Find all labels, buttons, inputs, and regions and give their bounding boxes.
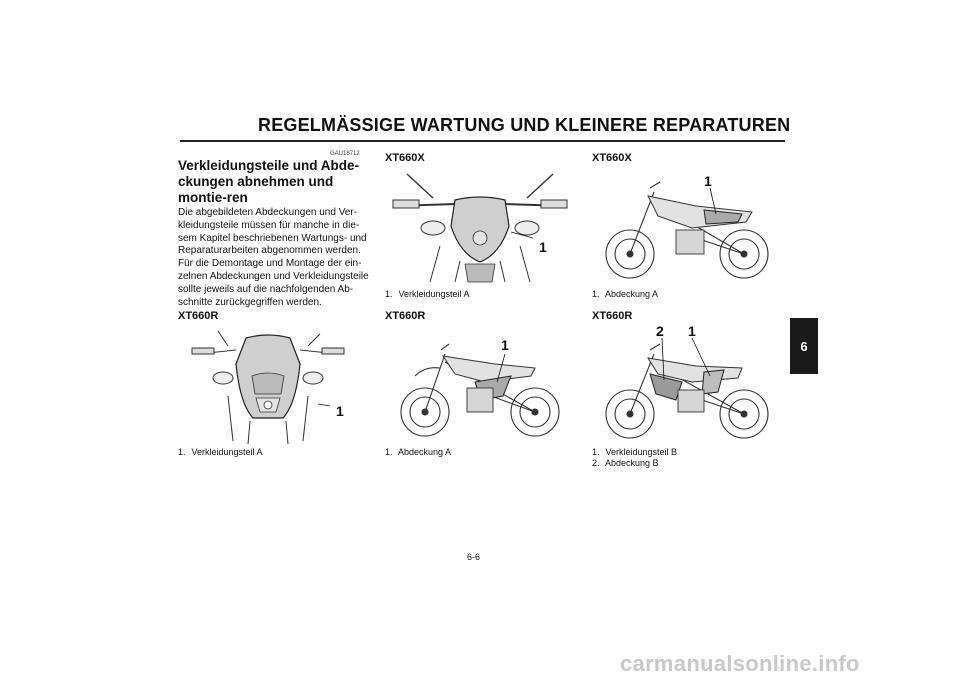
- figure-caption: 1. Verkleidungsteil B 2. Abdeckung B: [592, 447, 677, 469]
- caption-text: Abdeckung A: [398, 447, 452, 457]
- caption-text: Verkleidungsteil B: [605, 447, 678, 457]
- figure-model-label: XT660R: [178, 310, 219, 322]
- figure-model-label: XT660X: [385, 152, 425, 164]
- callout-number: 2: [656, 323, 664, 339]
- page-title: REGELMÄSSIGE WARTUNG UND KLEINERE REPARA…: [258, 115, 791, 135]
- chapter-tab[interactable]: 6: [790, 318, 818, 374]
- page-number: 6-6: [467, 552, 481, 562]
- caption-text: Abdeckung B: [605, 458, 659, 468]
- watermark[interactable]: carmanualsonline.info: [620, 651, 860, 676]
- caption-number: 1.: [592, 289, 600, 299]
- figure-caption: 1. Abdeckung A: [385, 447, 451, 458]
- figure-model-label: XT660X: [592, 152, 632, 164]
- title-rule: [180, 140, 785, 142]
- motorcycle-side-illustration: 1: [605, 173, 769, 279]
- figure-caption: 1. Verkleidungsteil A: [178, 447, 263, 458]
- section-body: Die abgebildeten Abdeckungen und Ver-kle…: [178, 207, 369, 308]
- front-fairing-illustration: 1: [191, 330, 345, 445]
- motorcycle-side-illustration: 1: [400, 337, 560, 437]
- callout-number: 1: [688, 323, 696, 339]
- callout-number: 1: [539, 239, 547, 255]
- front-fairing-illustration: 1: [392, 173, 568, 283]
- section-code: GAU18712: [330, 151, 360, 157]
- figure-caption: 1. Abdeckung A: [592, 289, 658, 300]
- figure-model-label: XT660R: [385, 310, 426, 322]
- caption-text: Verkleidungsteil A: [398, 289, 470, 299]
- caption-number: 1.: [385, 289, 393, 299]
- callout-number: 1: [501, 337, 509, 353]
- callout-number: 1: [336, 403, 344, 419]
- caption-text: Verkleidungsteil A: [191, 447, 263, 457]
- caption-number: 1.: [178, 447, 186, 457]
- section-heading: Verkleidungsteile und Abde-ckungen abneh…: [178, 158, 360, 205]
- figure-caption: 1. Verkleidungsteil A: [385, 289, 470, 300]
- motorcycle-side-illustration: 2 1: [605, 323, 769, 439]
- caption-text: Abdeckung A: [605, 289, 659, 299]
- caption-number: 1.: [592, 447, 600, 457]
- caption-number: 1.: [385, 447, 393, 457]
- figure-model-label: XT660R: [592, 310, 633, 322]
- callout-number: 1: [704, 173, 712, 189]
- caption-number: 2.: [592, 458, 600, 468]
